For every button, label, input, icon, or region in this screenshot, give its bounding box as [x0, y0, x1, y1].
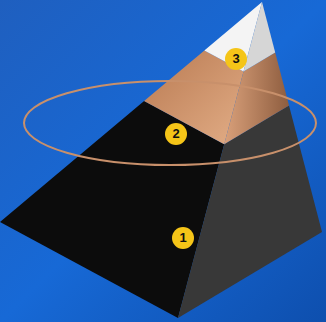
base-right-face — [178, 106, 322, 319]
callout-number: 3 — [225, 48, 247, 70]
pyramid — [0, 2, 322, 318]
callout-number: 2 — [165, 123, 187, 145]
callout-number: 1 — [172, 227, 194, 249]
ring — [24, 81, 316, 165]
top-right-face — [244, 2, 276, 72]
